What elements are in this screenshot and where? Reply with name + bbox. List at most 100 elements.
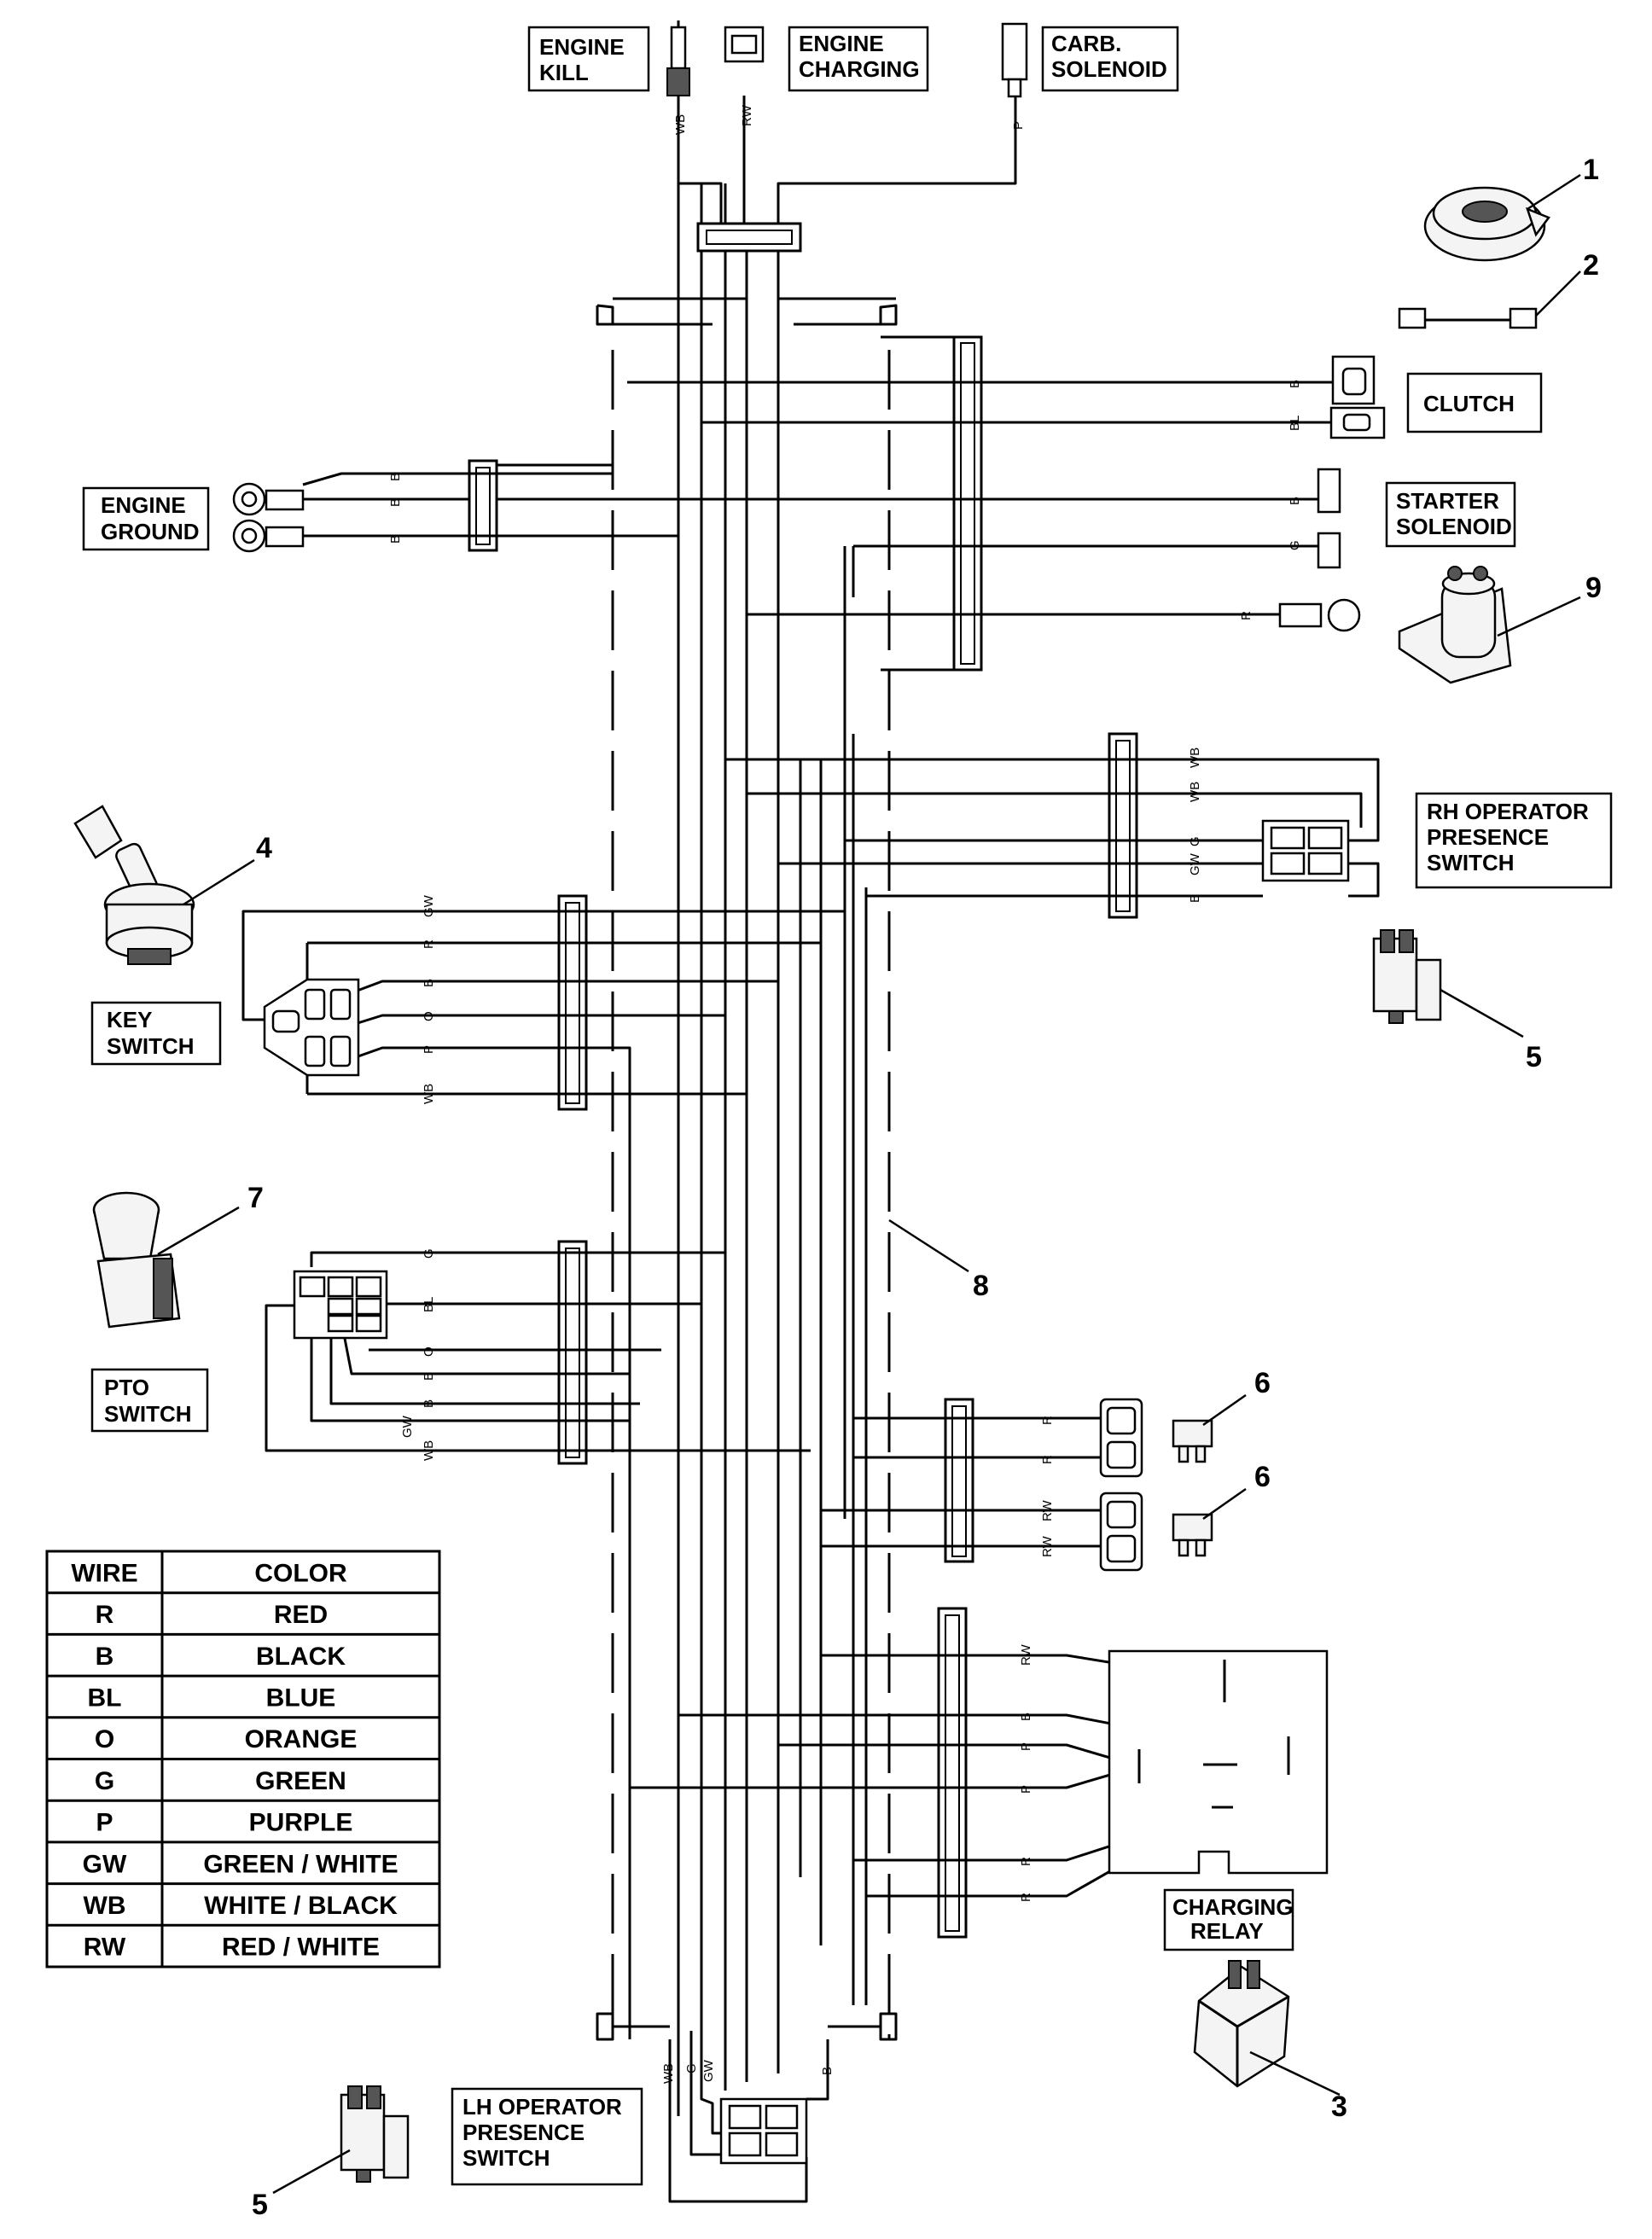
callout-8: 8 [973, 1270, 989, 1302]
wire-code: WB [422, 1084, 436, 1104]
lh-presence-switch-icon [272, 2085, 410, 2195]
svg-text:RH OPERATOR: RH OPERATOR [1427, 799, 1589, 824]
ground-ring-2 [232, 519, 305, 553]
table-cell-wire: GW [83, 1850, 127, 1878]
wire-code: B [1288, 497, 1302, 505]
rh-presence-switch-icon [1372, 929, 1524, 1038]
label-clutch: CLUTCH [1406, 372, 1543, 433]
wire-code: B [388, 498, 403, 507]
trunk-wires [677, 183, 868, 2116]
callout-5b: 5 [252, 2189, 268, 2221]
wire-code: P [1019, 1785, 1033, 1794]
engine-charging-connector [724, 26, 765, 63]
table-cell-color: PURPLE [249, 1809, 353, 1837]
label-key-switch: KEY SWITCH [90, 1001, 222, 1066]
wire-code: WB [1188, 747, 1202, 768]
svg-text:KEY: KEY [107, 1007, 152, 1032]
wire-code: RW [740, 104, 754, 126]
svg-text:ENGINE: ENGINE [539, 34, 625, 60]
lh-switch-connector [719, 2097, 808, 2165]
callouts: 1 2 3 4 5 5 6 6 7 8 9 [247, 154, 1602, 2221]
wire-code: B [422, 1399, 436, 1408]
rh-switch-connector [1261, 819, 1350, 882]
key-switch-icon [73, 805, 255, 965]
svg-text:SWITCH: SWITCH [107, 1033, 195, 1059]
label-charging-relay: CHARGING RELAY [1163, 1888, 1294, 1951]
fuse-icon-1 [1172, 1393, 1247, 1463]
pto-switch-icon [92, 1191, 240, 1329]
wire-code: P [1019, 1742, 1033, 1751]
callout-3: 3 [1331, 2091, 1347, 2123]
starter-terminal-b [1288, 468, 1341, 514]
callout-5a: 5 [1526, 1041, 1542, 1073]
callout-4: 4 [256, 832, 272, 864]
wire-code: R [1040, 1416, 1055, 1425]
clutch-harness-icon [1398, 270, 1581, 329]
wire-code: B [388, 535, 403, 544]
wire-code: G [1188, 836, 1202, 846]
svg-text:SOLENOID: SOLENOID [1396, 514, 1512, 539]
wire-code: GW [400, 1415, 415, 1438]
label-starter-solenoid: STARTER SOLENOID [1385, 481, 1516, 548]
starter-solenoid-icon [1398, 566, 1581, 684]
svg-text:RELAY: RELAY [1190, 1918, 1264, 1944]
table-cell-wire: G [95, 1767, 114, 1795]
starter-terminal-r [1242, 598, 1361, 632]
carb-solenoid-plug [1001, 22, 1028, 98]
wire-code: R [1019, 1857, 1033, 1866]
table-cell-wire: R [96, 1601, 114, 1629]
wire-code: WB [422, 1440, 436, 1461]
table-cell-wire: WB [84, 1892, 126, 1920]
wire-code: WB [1188, 782, 1202, 802]
fuse-bundle [944, 1398, 974, 1563]
wire-code: O [422, 1011, 436, 1021]
svg-text:CARB.: CARB. [1051, 31, 1121, 56]
wire-code: B [422, 1372, 436, 1381]
wire-code: BL [422, 1297, 436, 1312]
ground-ring-1 [232, 482, 305, 516]
callout-7: 7 [247, 1182, 264, 1214]
starter-terminal-g [1288, 532, 1341, 569]
label-pto-switch: PTO SWITCH [90, 1368, 209, 1433]
svg-text:SWITCH: SWITCH [1427, 850, 1515, 875]
fuse-holder-1 [1099, 1398, 1143, 1478]
table-cell-wire: O [95, 1725, 114, 1753]
table-cell-color: ORANGE [245, 1725, 358, 1753]
top-bundle-clamp [696, 222, 802, 253]
wire-code: B [820, 2067, 835, 2075]
wire-code: G [684, 2063, 699, 2073]
relay-bundle [937, 1607, 968, 1939]
svg-text:CHARGING: CHARGING [1172, 1894, 1294, 1920]
label-engine-ground: ENGINE GROUND [82, 486, 210, 551]
fuse-icon-2 [1172, 1487, 1247, 1557]
wire-code: B [1019, 1713, 1033, 1721]
svg-text:PRESENCE: PRESENCE [462, 2120, 585, 2145]
wire-code: WB [673, 114, 688, 135]
table-cell-color: RED [274, 1601, 328, 1629]
wire-code: B [422, 979, 436, 987]
wire-code: GW [701, 2059, 716, 2082]
callout-8-leader [888, 1218, 969, 1273]
svg-text:GROUND: GROUND [101, 519, 200, 544]
table-cell-wire: P [96, 1809, 113, 1837]
svg-text:ENGINE: ENGINE [799, 31, 884, 56]
wire-code: P [1011, 121, 1026, 130]
table-cell-color: GREEN / WHITE [203, 1850, 398, 1878]
table-cell-wire: B [96, 1643, 114, 1671]
pto-bundle [557, 1240, 588, 1465]
label-engine-charging: ENGINE CHARGING [788, 26, 929, 92]
engine-kill-plug [666, 20, 690, 96]
label-engine-kill: ENGINE KILL [527, 26, 650, 92]
table-cell-color: GREEN [255, 1767, 346, 1795]
table-cell-wire: RW [84, 1934, 126, 1962]
wire-code: R [422, 939, 436, 949]
wire-code: O [422, 1346, 436, 1357]
wire-code: GW [422, 894, 436, 917]
svg-text:ENGINE: ENGINE [101, 492, 186, 518]
clutch-connector [1288, 355, 1386, 439]
wire-code: B [1188, 894, 1202, 903]
wire-code: B [388, 473, 403, 481]
svg-text:SOLENOID: SOLENOID [1051, 56, 1167, 82]
wire-code: WB [661, 2063, 676, 2084]
